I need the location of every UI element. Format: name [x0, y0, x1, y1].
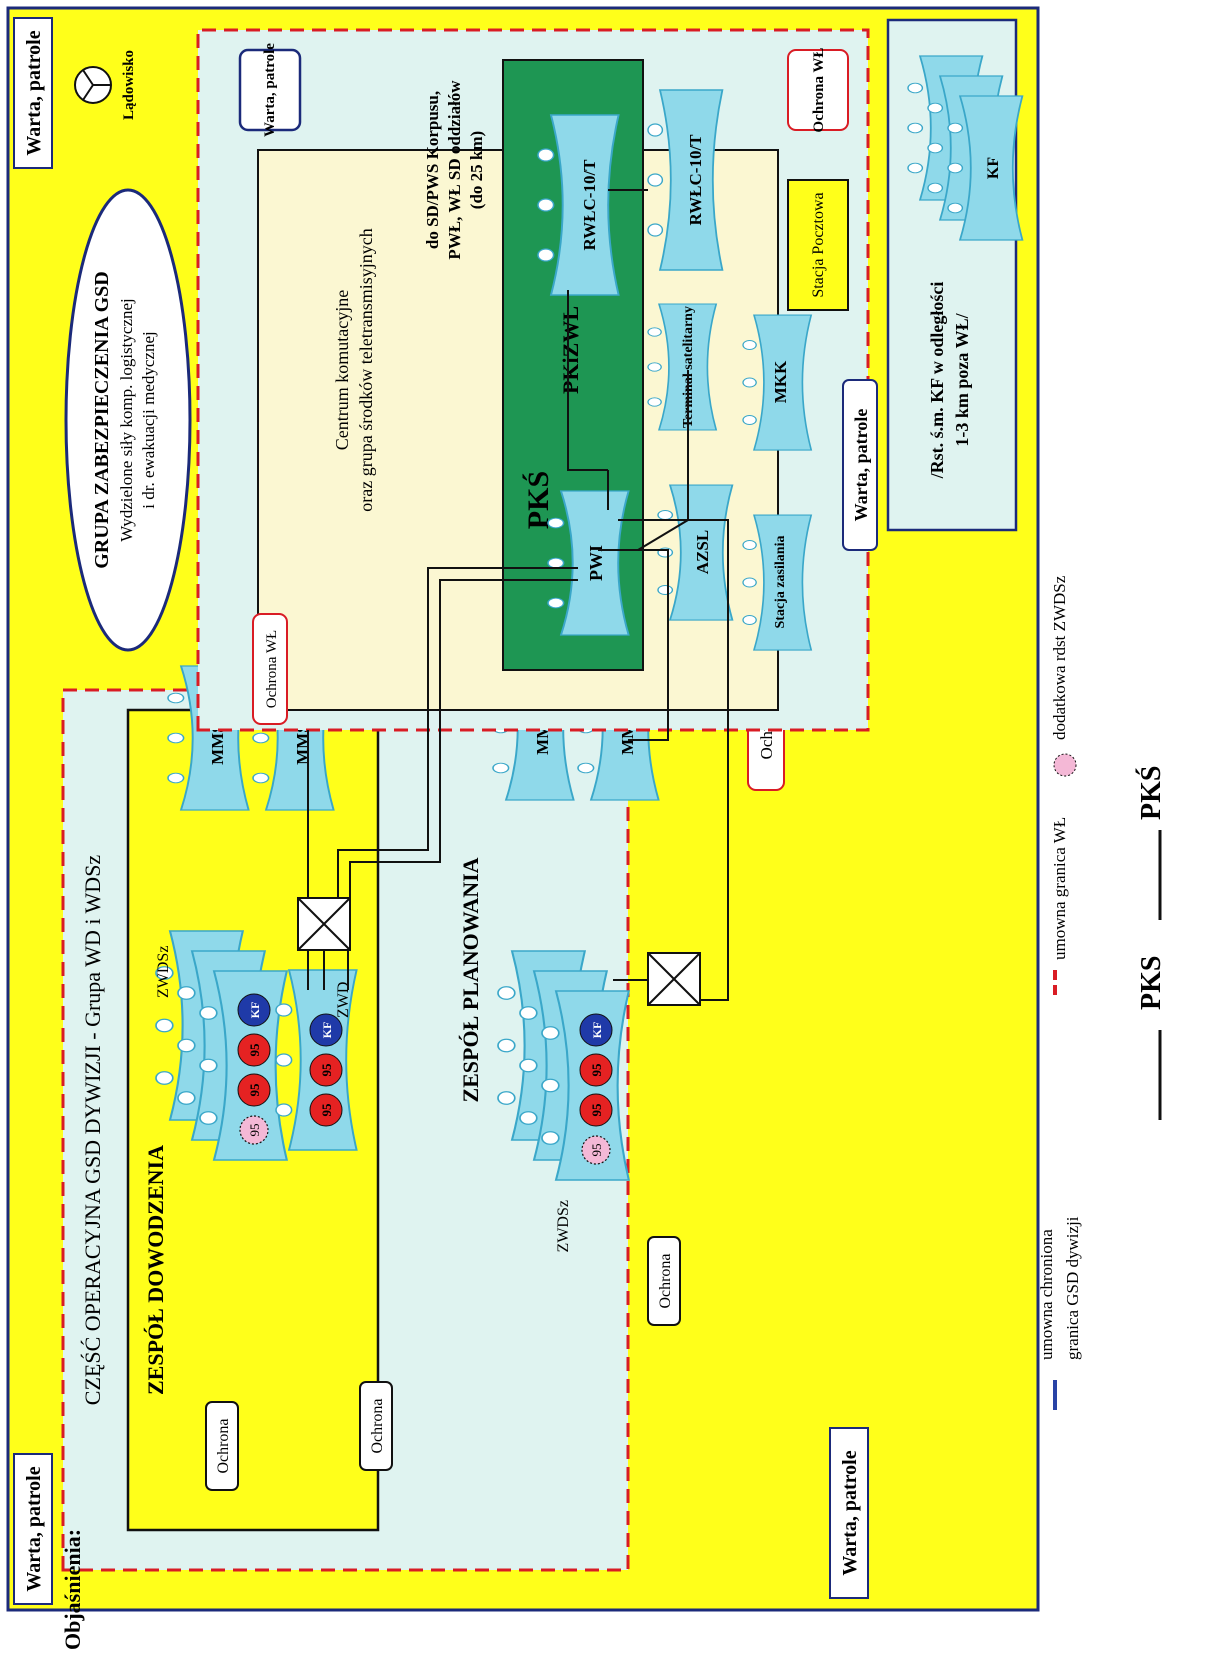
legend-pks2-label: PKŚ — [1136, 766, 1167, 820]
legend-item1-line2: granica GSD dywizji — [1063, 1216, 1082, 1360]
operational-title: CZĘŚĆ OPERACYJNA GSD DYWIZJI - Grupa WD … — [80, 855, 105, 1406]
legend-badge-icon — [1053, 753, 1077, 777]
svg-text:95: 95 — [319, 1063, 334, 1077]
kf-vehicle-stack: KF — [907, 55, 1024, 241]
landing-label: Lądowisko — [121, 50, 137, 120]
pwi-vehicle: PWI — [547, 490, 630, 636]
svg-text:95: 95 — [247, 1124, 262, 1137]
ochrona-box-1 — [205, 1401, 239, 1491]
svg-text:95: 95 — [589, 1063, 604, 1077]
svg-text:KF: KF — [248, 1002, 262, 1019]
landing-icon — [74, 66, 112, 104]
svg-text:95: 95 — [589, 1103, 604, 1117]
kf-box-line1: /Rst. ś.m. KF w odległości — [927, 282, 947, 480]
post-office-label: Stacja Pocztowa — [810, 192, 827, 297]
legend-item2: umowna granica WŁ — [1050, 817, 1069, 960]
mkk-vehicle: MKK — [742, 314, 813, 451]
svg-text:KF: KF — [320, 1022, 334, 1039]
guard-box-pks-top — [238, 48, 302, 132]
security-group-ellipse — [64, 188, 192, 652]
svg-text:MKK: MKK — [771, 360, 790, 403]
legend-title: Objaśnienia: — [60, 1529, 85, 1650]
terminal-vehicle: Terminal satelitarny — [647, 303, 718, 431]
connection-lines — [307, 189, 729, 1001]
guard-box-pks-mid — [842, 379, 878, 551]
svg-text:95: 95 — [319, 1103, 334, 1117]
zwdsz-label-command: ZWDSz — [155, 946, 172, 998]
switch-command — [297, 897, 351, 951]
guard-box-top-right — [13, 17, 53, 169]
ochrona-label-2: Ochrona — [369, 1398, 386, 1453]
planning-team-label: ZESPÓŁ PLANOWANIA — [458, 857, 483, 1102]
pkizwl-label: PKiZWL — [558, 306, 583, 394]
ochrona-wl-right-label: Ochrona WŁ — [811, 48, 827, 133]
svg-text:95: 95 — [247, 1083, 262, 1097]
svg-text:PWI: PWI — [586, 545, 606, 581]
post-office-box — [787, 179, 849, 311]
rwlc-vehicle-1: RWŁC-10/T — [537, 114, 620, 296]
guard-label-pks-top: Warta, patrole — [262, 43, 278, 137]
pks-center-line2: oraz grupa środków teletransmisyjnych — [356, 228, 376, 511]
ochrona-wl-left-box — [252, 613, 288, 725]
rwlc-vehicle-2: RWŁC-10/T — [647, 89, 724, 271]
stacja-zasilania-vehicle: Stacja zasilania — [742, 514, 813, 651]
azsl-vehicle: AZSL — [657, 484, 734, 621]
svg-text:KF: KF — [590, 1022, 604, 1039]
ochrona-label-1: Ochrona — [215, 1418, 232, 1473]
zwdsz-vehicle-command: 95 95 95 KF ZWDSz — [154, 929, 288, 1162]
pks-center-line1: Centrum komutacyjne — [332, 290, 352, 450]
svg-text:KF: KF — [985, 157, 1002, 179]
link-line1: do SD/PWS Korpusu, — [423, 91, 442, 249]
command-team-label: ZESPÓŁ DOWODZENIA — [143, 1145, 168, 1395]
zwd-vehicle: 95 95 KF ZWD — [275, 969, 358, 1151]
legend-item1-line1: umowna chroniona — [1037, 1229, 1056, 1360]
guard-box-top-left — [13, 1453, 53, 1605]
link-line3: (do 25 km) — [467, 131, 486, 209]
security-group-line3: i dr. ewakuacji medycznej — [139, 331, 158, 508]
guard-label-bottom-left: Warta, patrole — [839, 1450, 861, 1575]
zwdsz-vehicle-planning: 95 95 95 KF ZWDSz — [496, 949, 630, 1252]
legend-item3: dodatkowa rdst ZWDSz — [1050, 575, 1069, 740]
svg-text:95: 95 — [247, 1043, 262, 1057]
guard-box-bottom-left — [829, 1427, 869, 1599]
zwdsz-label-planning: ZWDSz — [555, 1200, 572, 1252]
guard-label-top-right: Warta, patrole — [23, 30, 45, 155]
link-line2: PWŁ, WŁ SD oddziałów — [445, 80, 464, 260]
svg-text:RWŁC-10/T: RWŁC-10/T — [580, 159, 599, 251]
kf-box-line2: 1-3 km poza WŁ/ — [952, 312, 972, 446]
legend-pks-label: PKS — [1136, 956, 1167, 1010]
guard-label-top-left: Warta, patrole — [23, 1466, 45, 1591]
svg-text:RWŁC-10/T: RWŁC-10/T — [686, 134, 705, 226]
ochrona-wl-right-box — [787, 49, 849, 131]
ochrona-label-3: Ochrona — [657, 1253, 674, 1308]
svg-text:Terminal satelitarny: Terminal satelitarny — [681, 306, 696, 428]
guard-label-pks-mid: Warta, patrole — [851, 409, 871, 522]
switch-planning — [647, 952, 701, 1006]
svg-text:AZSL: AZSL — [693, 530, 712, 574]
ochrona-box-3 — [647, 1236, 681, 1326]
security-group-line2: Wydzielone siły komp. logistycznej — [117, 298, 136, 542]
zwd-label: ZWD — [335, 982, 352, 1018]
ochrona-box-2 — [359, 1381, 393, 1471]
svg-text:Stacja zasilania: Stacja zasilania — [773, 536, 788, 629]
svg-text:95: 95 — [589, 1144, 604, 1157]
ochrona-wl-left-label: Ochrona WŁ — [264, 630, 280, 708]
security-group-title: GRUPA ZABEZPIECZENIA GSD — [91, 271, 113, 568]
